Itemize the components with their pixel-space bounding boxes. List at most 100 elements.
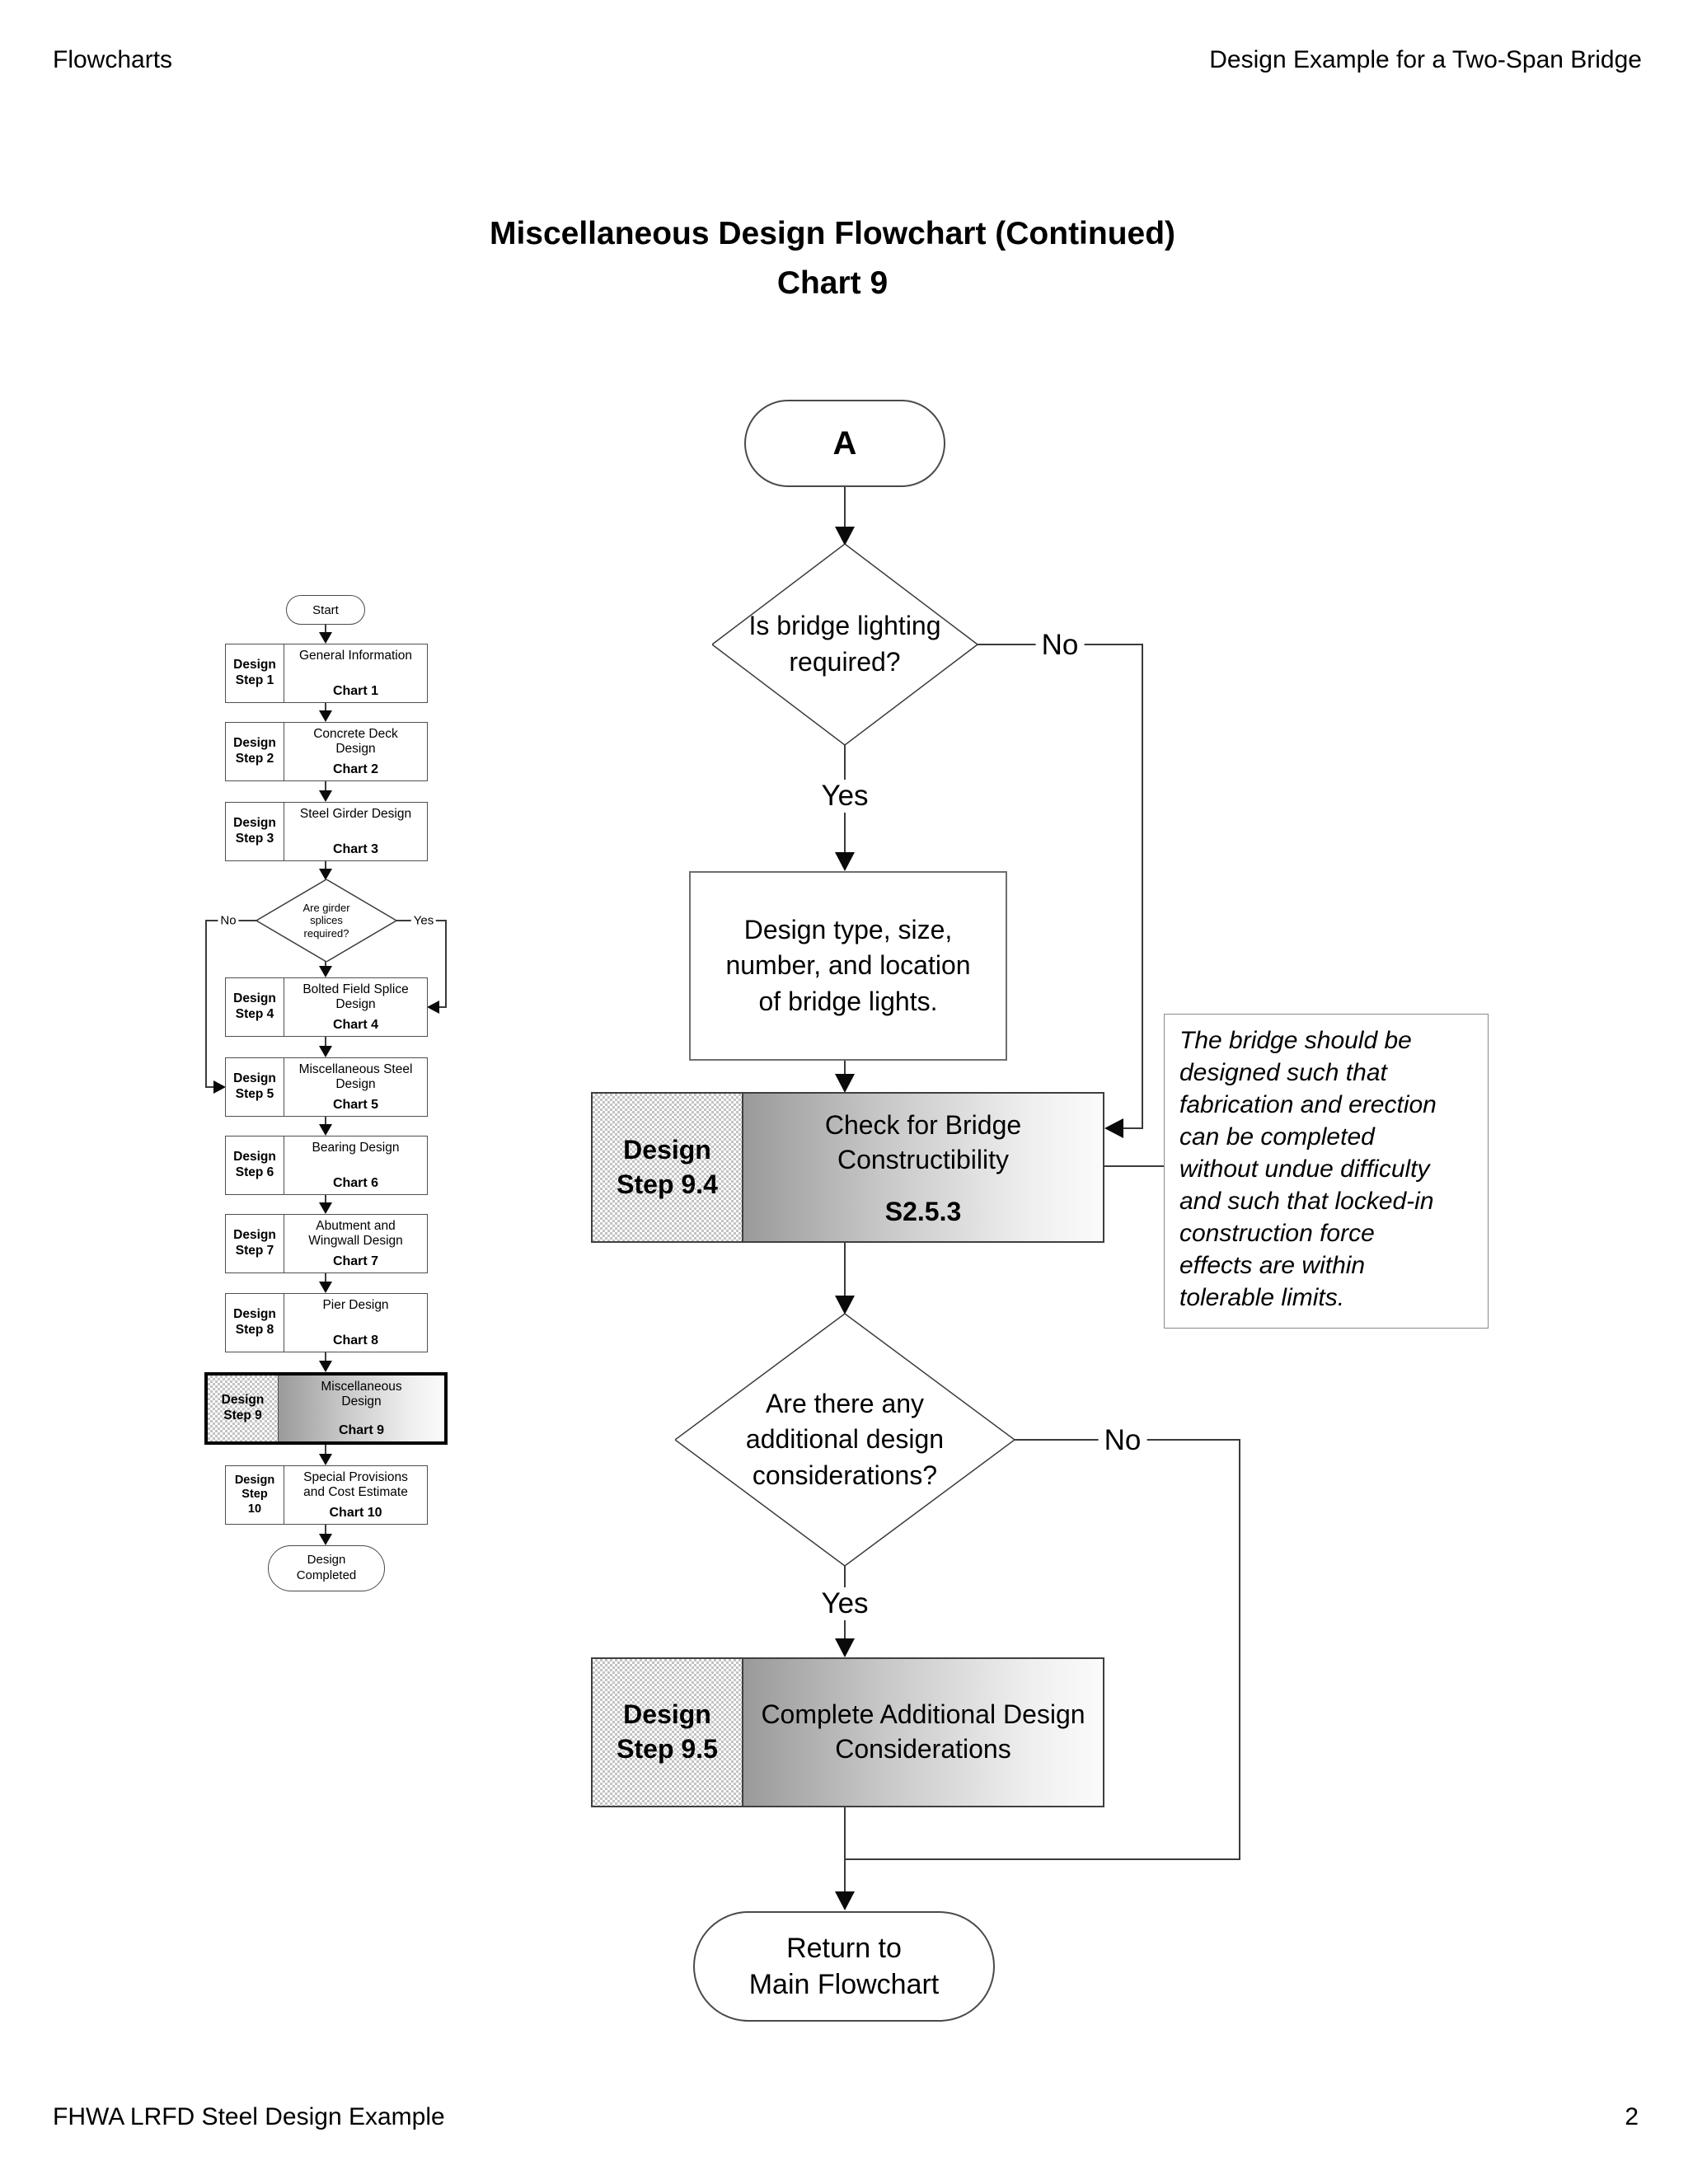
mini-step-title: Miscellaneous Design <box>321 1380 402 1408</box>
mini-step-label: Design Step 10 <box>226 1466 284 1524</box>
decision-text: Are there any additional design consider… <box>745 1388 945 1490</box>
mini-decision-text: Are girder splices required? <box>302 901 350 940</box>
mini-step-chart: Chart 10 <box>329 1505 382 1520</box>
mini-step-chart: Chart 3 <box>332 841 379 856</box>
mini-step-chart: Chart 8 <box>332 1333 379 1347</box>
connector-line <box>325 781 326 791</box>
arrow-down-icon <box>835 1638 855 1657</box>
arrow-right-icon <box>213 1080 226 1094</box>
arrow-down-icon <box>835 527 855 546</box>
mini-step-label: Design Step 1 <box>226 644 284 702</box>
connector-line <box>439 1006 447 1008</box>
mini-no-label: No <box>218 913 239 928</box>
mini-step-7: Design Step 7 Abutment and Wingwall Desi… <box>225 1214 428 1273</box>
mini-step-chart: Chart 7 <box>332 1254 379 1268</box>
arrow-down-icon <box>319 632 332 644</box>
mini-step-label: Design Step 4 <box>226 978 284 1036</box>
connector-line <box>205 1086 215 1088</box>
connector-line <box>325 1525 326 1535</box>
arrow-down-icon <box>319 1454 332 1465</box>
connector-line <box>844 1807 846 1892</box>
footer-page-number: 2 <box>1625 2103 1639 2130</box>
return-terminal: Return to Main Flowchart <box>693 1911 995 2022</box>
mini-start-terminal: Start <box>286 595 365 625</box>
entry-terminal-a: A <box>744 400 945 487</box>
mini-step-chart: Chart 4 <box>332 1017 379 1032</box>
constructibility-note: The bridge should be designed such that … <box>1164 1014 1489 1329</box>
decision-text: Is bridge lighting required? <box>748 611 941 677</box>
yes-label: Yes <box>815 780 874 813</box>
arrow-down-icon <box>319 1282 332 1293</box>
connector-line <box>1239 1439 1240 1860</box>
connector-line <box>844 1061 846 1076</box>
arrow-down-icon <box>835 852 855 871</box>
mini-step-title: General Information <box>299 649 412 663</box>
connector-line <box>445 920 447 1008</box>
mini-step-chart: Chart 6 <box>332 1175 379 1190</box>
arrow-down-icon <box>319 710 332 722</box>
connector-line <box>844 1243 846 1297</box>
mini-step-chart: Chart 2 <box>332 762 379 776</box>
connector-line <box>325 1117 326 1125</box>
mini-step-label: Design Step 9 <box>208 1376 279 1441</box>
mini-step-title: Bolted Field Splice Design <box>302 982 409 1011</box>
arrow-down-icon <box>319 1534 332 1545</box>
connector-line <box>325 1352 326 1361</box>
connector-line <box>844 1858 1240 1860</box>
mini-end-terminal: Design Completed <box>268 1545 385 1591</box>
footer-left: FHWA LRFD Steel Design Example <box>53 2103 445 2130</box>
mini-step-5: Design Step 5 Miscellaneous Steel Design… <box>225 1057 428 1117</box>
connector-line <box>325 1273 326 1282</box>
no-label: No <box>1035 629 1085 662</box>
arrow-down-icon <box>319 1361 332 1372</box>
arrow-down-icon <box>835 1891 855 1910</box>
mini-yes-label: Yes <box>410 913 437 928</box>
mini-step-title: Steel Girder Design <box>299 807 412 821</box>
connector-line <box>325 961 326 968</box>
arrow-down-icon <box>319 1046 332 1057</box>
mini-step-4: Design Step 4 Bolted Field Splice Design… <box>225 977 428 1037</box>
mini-step-title: Bearing Design <box>312 1141 400 1155</box>
page-subtitle: Chart 9 <box>776 265 889 301</box>
step-9-4-label: Design Step 9.4 <box>593 1094 743 1241</box>
mini-step-label: Design Step 3 <box>226 803 284 860</box>
connector-line <box>844 487 846 528</box>
no-label: No <box>1098 1424 1147 1457</box>
arrow-left-icon <box>1104 1118 1123 1138</box>
mini-step-label: Design Step 2 <box>226 723 284 780</box>
mini-step-label: Design Step 6 <box>226 1137 284 1194</box>
mini-step-title: Special Provisions and Cost Estimate <box>303 1470 408 1499</box>
mini-step-label: Design Step 7 <box>226 1215 284 1272</box>
connector-line <box>325 703 326 711</box>
mini-step-title: Abutment and Wingwall Design <box>308 1219 403 1248</box>
step-9-4-title: Check for Bridge Constructibility <box>824 1110 1022 1174</box>
arrow-down-icon <box>319 869 332 880</box>
header-right: Design Example for a Two-Span Bridge <box>1209 46 1642 73</box>
arrow-down-icon <box>835 1074 855 1093</box>
decision-additional-considerations: Are there any additional design consider… <box>675 1314 1015 1566</box>
connector-line <box>1142 644 1143 1129</box>
step-9-5-title: Complete Additional Design Consideration… <box>761 1699 1085 1764</box>
step-9-4-reference: S2.5.3 <box>884 1197 962 1227</box>
mini-step-title: Miscellaneous Steel Design <box>298 1062 413 1091</box>
arrow-down-icon <box>319 790 332 802</box>
connector-line <box>205 920 207 1087</box>
connector-line <box>325 625 326 633</box>
mini-step-title: Concrete Deck Design <box>313 727 398 756</box>
page-title: Miscellaneous Design Flowchart (Continue… <box>489 216 1176 251</box>
process-step-9-5: Design Step 9.5 Complete Additional Desi… <box>591 1657 1104 1807</box>
mini-step-chart: Chart 1 <box>332 683 379 698</box>
note-connector-line <box>1104 1165 1164 1167</box>
arrow-down-icon <box>319 1124 332 1136</box>
mini-step-chart: Chart 5 <box>332 1097 379 1112</box>
mini-step-label: Design Step 8 <box>226 1294 284 1352</box>
yes-label: Yes <box>815 1587 874 1620</box>
connector-line <box>325 1445 326 1455</box>
arrow-down-icon <box>835 1296 855 1315</box>
